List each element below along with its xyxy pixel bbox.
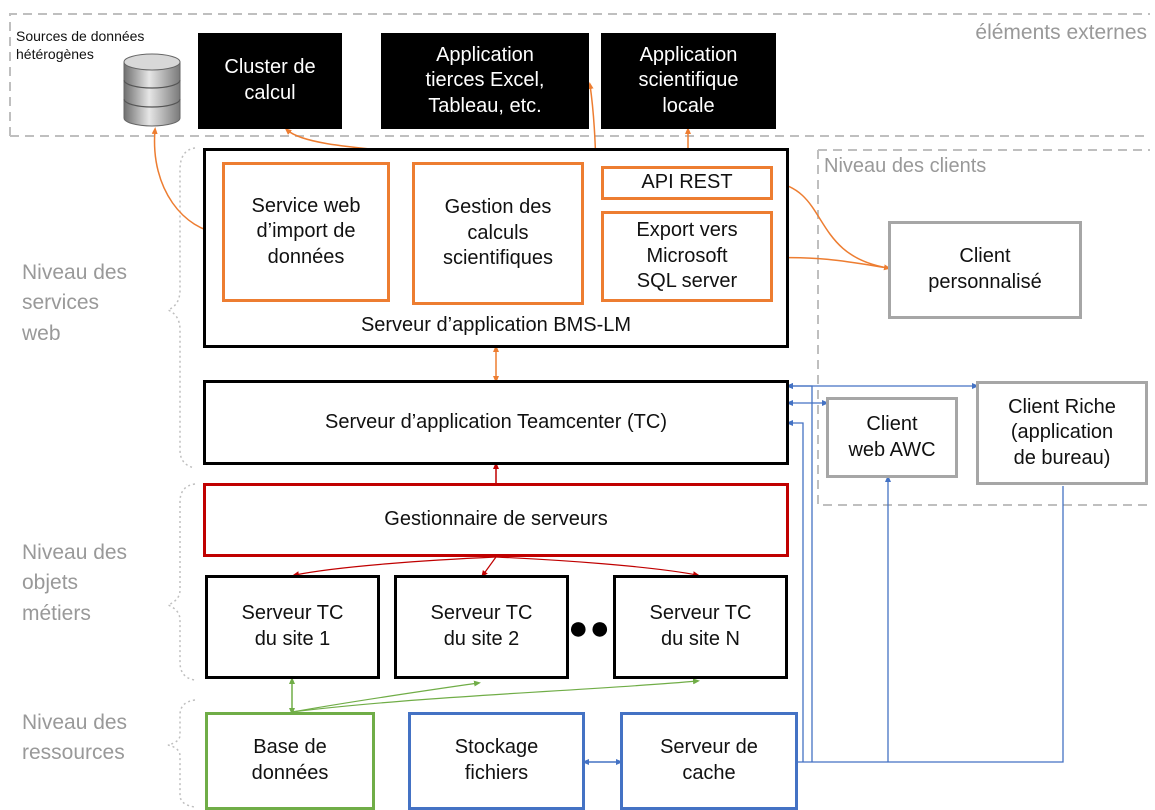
- scientific-app-box: Application scientifique locale: [601, 33, 776, 129]
- custom-client-box: Client personnalisé: [888, 221, 1082, 319]
- site2-server-box: Serveur TC du site 2: [394, 575, 569, 679]
- connector-cache-tc-2: [786, 420, 804, 762]
- zone-label-services: Niveau des services web: [22, 261, 128, 345]
- resources-brace: [167, 699, 196, 808]
- file-storage-box: Stockage fichiers: [408, 712, 585, 810]
- api-rest-box: API REST: [601, 166, 773, 200]
- server-manager-box: Gestionnaire de serveurs: [203, 483, 789, 557]
- external-zone-frame: [9, 13, 1150, 137]
- cache-server-box: Serveur de cache: [620, 712, 798, 810]
- bms-server-label: Serveur d’application BMS-LM: [360, 314, 632, 337]
- connector-manager-site2: [481, 556, 497, 578]
- tc-server-box: Serveur d’application Teamcenter (TC): [203, 380, 789, 465]
- zone-label-objects: Niveau des objets métiers: [22, 541, 128, 625]
- data-sources-label: Sources de données hétérogènes: [16, 28, 145, 63]
- connector-cache-clients: [798, 478, 1064, 763]
- services-brace: [166, 147, 196, 469]
- clients-zone-frame: [817, 149, 1150, 506]
- cluster-box: Cluster de calcul: [198, 33, 342, 129]
- siteN-server-box: Serveur TC du site N: [613, 575, 788, 679]
- connector-manager-site1: [292, 556, 497, 578]
- zone-label-external: éléments externes: [975, 21, 1147, 44]
- zone-label-clients: Niveau des clients: [824, 155, 987, 177]
- import-service-box: Service web d’import de données: [222, 162, 390, 302]
- connector-db-site2: [291, 680, 481, 713]
- calc-management-box: Gestion des calculs scientifiques: [412, 162, 584, 305]
- site1-server-box: Serveur TC du site 1: [205, 575, 380, 679]
- connector-export-client: [770, 254, 889, 269]
- zone-label-resources: Niveau des ressources: [22, 711, 128, 765]
- awc-client-box: Client web AWC: [826, 397, 958, 478]
- export-sql-box: Export vers Microsoft SQL server: [601, 211, 773, 302]
- third-party-apps-box: Application tierces Excel, Tableau, etc.: [381, 33, 589, 129]
- connector-api-client: [770, 179, 891, 271]
- database-box: Base de données: [205, 712, 375, 810]
- connector-db-siteN: [291, 678, 700, 713]
- database-icon: [123, 53, 181, 127]
- connector-cache-tc-1: [786, 383, 813, 762]
- rich-client-box: Client Riche (application de bureau): [976, 381, 1148, 485]
- objects-brace: [166, 483, 196, 681]
- connector-manager-siteN: [495, 556, 700, 578]
